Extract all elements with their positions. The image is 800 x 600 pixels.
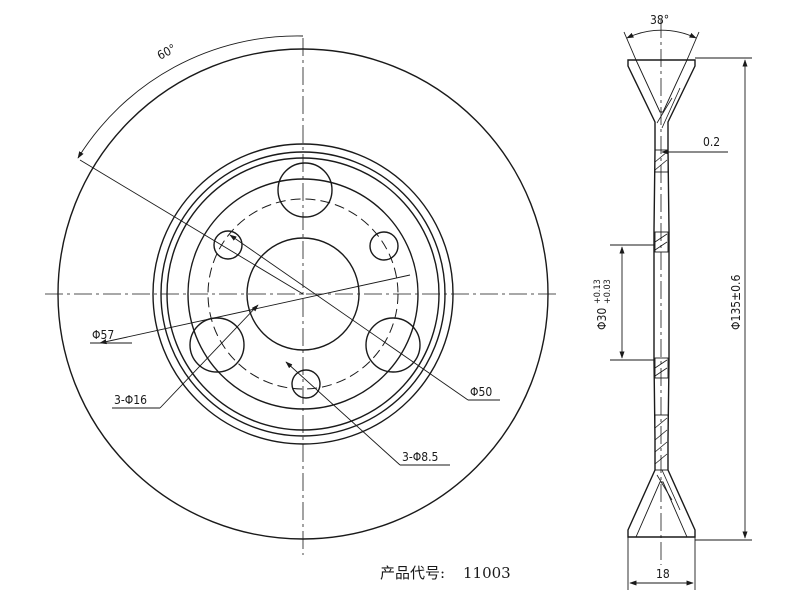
width-label: 18	[656, 567, 670, 581]
groove-angle-ext-left	[623, 31, 637, 61]
groove-angle-label: 38°	[650, 13, 669, 27]
bolt-circle-dim: Φ57	[92, 328, 114, 342]
offset-label: 0.2	[703, 135, 720, 149]
outer-dia-label: Φ135±0.6	[729, 275, 743, 330]
large-holes-dim: 3-Φ16	[114, 393, 147, 407]
product-code-label: 产品代号:	[380, 564, 445, 582]
pulley-section-outline	[627, 59, 696, 538]
front-view: 60° Φ57 3-Φ16 Φ50 3-Φ8.5	[45, 35, 560, 555]
bore-dim: Φ50	[470, 385, 492, 399]
groove-inner-line-top	[635, 59, 688, 113]
bore-dia-text: Φ30	[595, 308, 609, 330]
bore-leader	[229, 234, 469, 401]
angle-label: 60°	[155, 41, 178, 62]
small-holes-leader	[285, 361, 401, 466]
groove-angle-ext-right	[686, 31, 700, 61]
bore-tol-upper: +0.13	[593, 279, 603, 304]
angle-leader-ray	[79, 159, 304, 295]
product-code: 产品代号: 11003	[380, 564, 511, 582]
large-hole-left	[189, 317, 245, 373]
small-holes-dim: 3-Φ8.5	[402, 450, 438, 464]
large-holes-leader	[159, 304, 259, 409]
large-hole-right	[365, 317, 421, 373]
small-hole-upper-left	[213, 230, 243, 260]
angle-arc	[77, 35, 304, 159]
small-hole-upper-right	[369, 231, 399, 261]
side-view: 38° 0.2 Φ30 +0.13 +0.03 Φ135±0.6 18	[593, 13, 752, 590]
bore-dim-label: Φ30 +0.13 +0.03	[593, 279, 613, 330]
product-code-value: 11003	[463, 564, 511, 582]
bolt-circle-leader	[99, 274, 411, 345]
groove-angle-arc	[626, 29, 697, 39]
large-hole-top	[277, 162, 333, 218]
bore-tol-lower: +0.03	[603, 279, 613, 304]
small-hole-bottom	[291, 369, 321, 399]
